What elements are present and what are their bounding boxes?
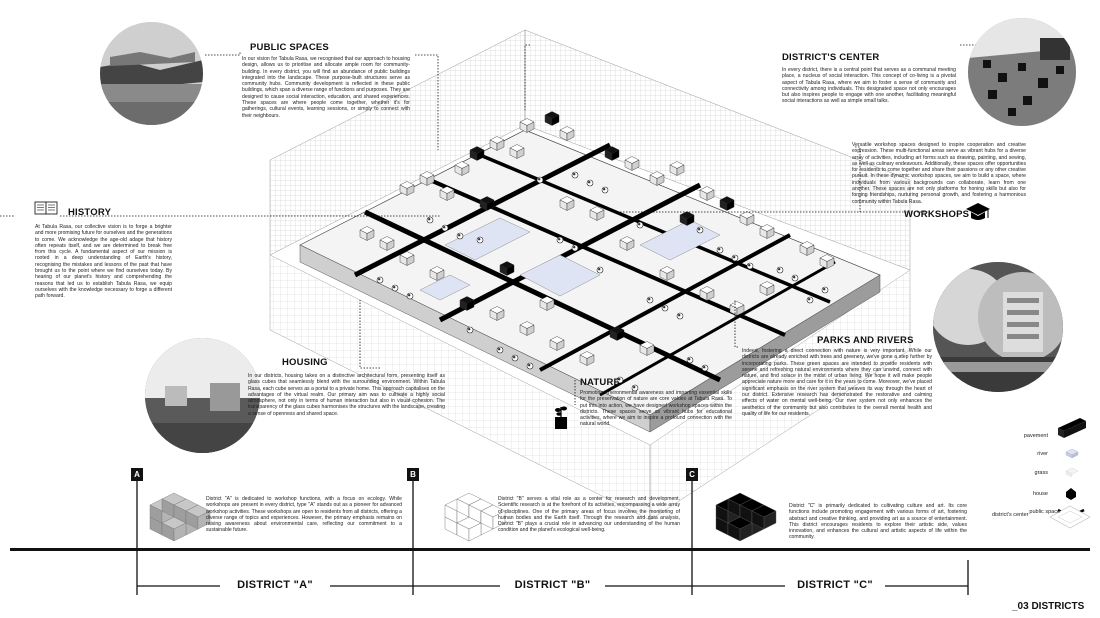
district-b-marker: B [407, 468, 419, 481]
district-b-body: District "B" serves a vital role as a ce… [498, 496, 680, 534]
district-a-label: DISTRICT "A" [237, 579, 313, 591]
public-spaces-photo [100, 22, 203, 125]
legend-public-space: public space [1029, 509, 1060, 515]
parks-rivers-body: Indeed, fostering a direct connection wi… [742, 348, 932, 417]
district-c-blocks [715, 492, 777, 542]
district-b-blocks [444, 492, 506, 542]
legend-river: river [1037, 451, 1048, 457]
workshops-body: Versatile workshop spaces designed to in… [852, 142, 1026, 205]
districts-center-photo [968, 18, 1076, 126]
legend-districts-center: district's center [992, 512, 1029, 518]
timeline-axis [10, 480, 1090, 595]
plant-pot-icon [555, 406, 567, 429]
housing-body: In our districts, housing takes on a dis… [248, 373, 445, 417]
district-c-body: District "C" is primarily dedicated to c… [789, 503, 967, 541]
public-spaces-heading: PUBLIC SPACES [250, 42, 329, 53]
grid-walls [269, 29, 911, 521]
legend-house: house [1033, 491, 1048, 497]
nature-heading: NATURE [580, 377, 621, 388]
district-c-marker: C [686, 468, 698, 481]
history-heading: HISTORY [68, 207, 112, 218]
book-icon [34, 201, 58, 215]
district-a-body: District "A" is dedicated to workshop fu… [206, 496, 402, 534]
district-b-label: DISTRICT "B" [514, 579, 591, 591]
district-a-marker: A [131, 468, 143, 481]
district-a-blocks [149, 492, 211, 542]
housing-photo [145, 338, 260, 453]
parks-rivers-heading: PARKS AND RIVERS [817, 335, 914, 346]
legend-pavement: pavement [1023, 433, 1048, 439]
districts-center-heading: DISTRICT'S CENTER [782, 52, 880, 63]
districts-center-body: In every district, there is a central po… [782, 67, 956, 105]
nature-body: Promoting environmental awareness and im… [580, 390, 732, 428]
parks-rivers-photo [933, 262, 1063, 392]
housing-heading: HOUSING [282, 357, 328, 368]
trees [376, 171, 829, 392]
graduation-cap-icon [966, 203, 990, 220]
workshops-heading: WORKSHOPS [904, 209, 970, 220]
legend-symbols [1049, 418, 1091, 529]
house-cubes [359, 111, 835, 366]
history-body: At Tabula Rasa, our collective vision is… [35, 224, 172, 300]
district-c-label: DISTRICT "C" [797, 579, 873, 591]
legend-grass: grass [1034, 470, 1048, 476]
public-spaces-body: In our vision for Tabula Rasa, we recogn… [242, 56, 410, 119]
page-footer: _03 DISTRICTS [1012, 601, 1085, 612]
